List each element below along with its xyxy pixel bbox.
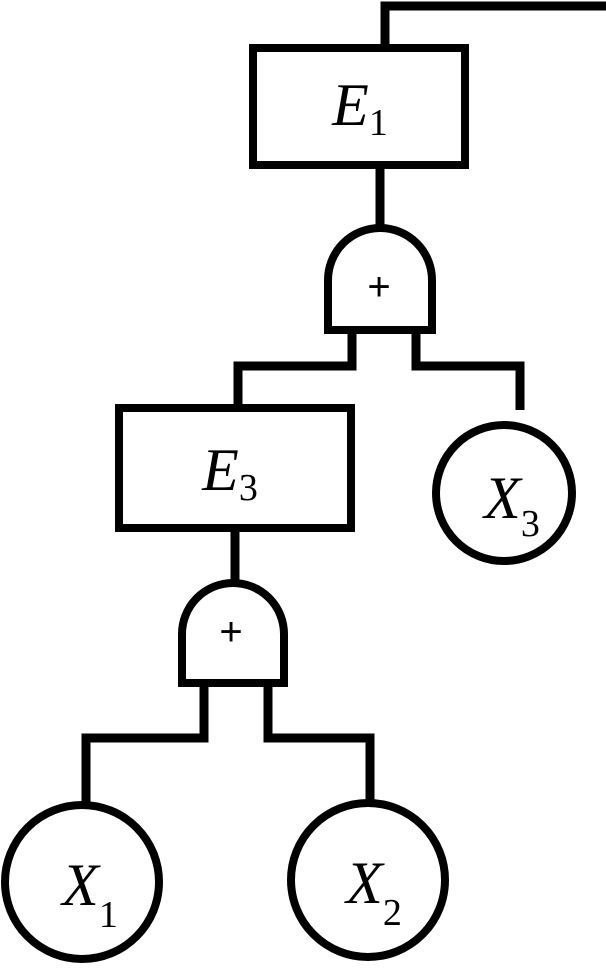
or-gate-top-shape: [324, 224, 436, 334]
event-e3-label: E3: [201, 437, 258, 509]
event-e1-label: E1: [331, 72, 388, 144]
top-gate-to-x3-line: [411, 330, 525, 410]
basic-event-x3-circle: [432, 421, 576, 565]
or-gate-bottom: +: [178, 579, 288, 687]
basic-event-x1-label: X1: [60, 852, 118, 936]
or-gate-top-symbol: +: [367, 265, 390, 309]
bottom-gate-to-x1-line: [81, 683, 209, 805]
event-e1-box: [249, 44, 469, 169]
basic-event-x3: X3: [432, 421, 576, 565]
basic-event-x1: X1: [1, 801, 163, 963]
top-input-line: [380, 1, 606, 48]
event-e1: E1: [249, 44, 469, 169]
event-e3-box: [115, 404, 355, 532]
basic-event-x2-label: X2: [344, 850, 402, 934]
connector-lines: [81, 1, 606, 805]
or-gate-top: +: [324, 224, 436, 334]
or-gate-bottom-symbol: +: [219, 610, 242, 654]
basic-event-x1-circle: [1, 801, 163, 963]
basic-event-x3-label: X3: [482, 465, 540, 545]
event-e3: E3: [115, 404, 355, 532]
basic-event-x2: X2: [287, 799, 449, 961]
bottom-gate-to-x2-line: [263, 683, 375, 805]
top-gate-to-e3-line: [233, 330, 357, 408]
basic-event-x2-circle: [287, 799, 449, 961]
or-gate-bottom-shape: [178, 579, 288, 687]
